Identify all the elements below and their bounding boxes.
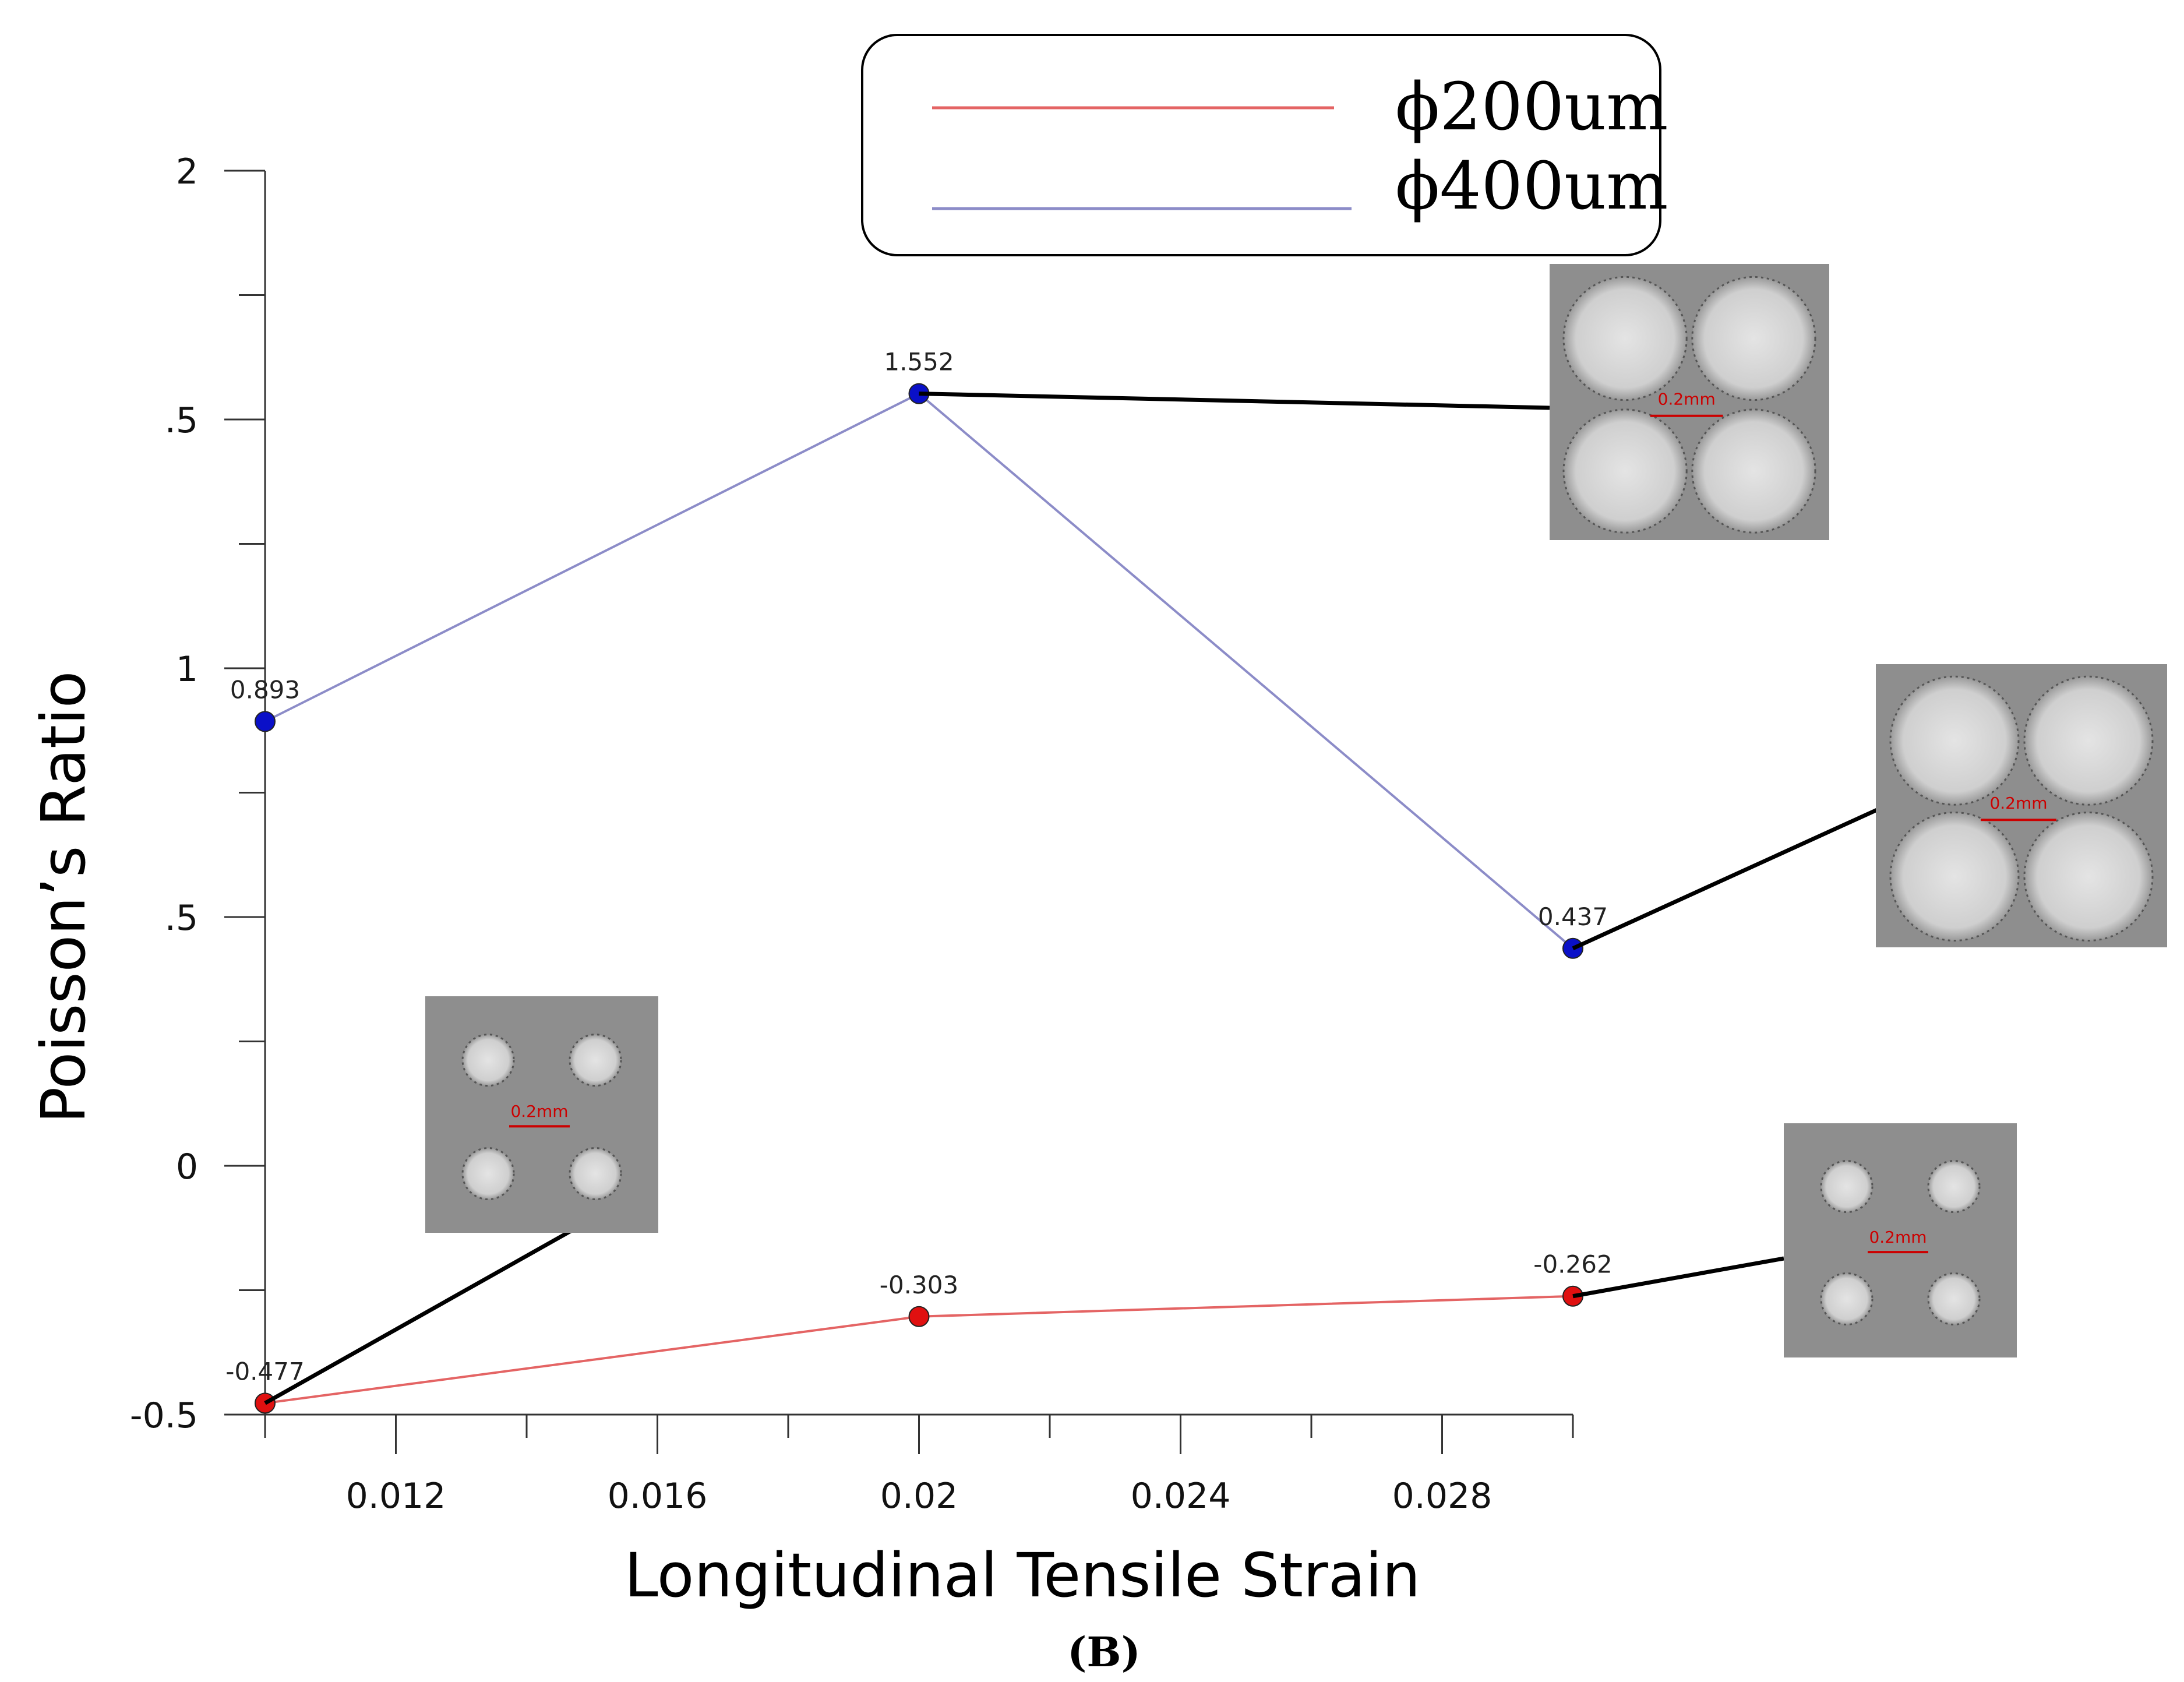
micrograph-dot bbox=[1889, 675, 2020, 806]
micrograph-dot bbox=[461, 1034, 515, 1087]
x-tick-label: 0.028 bbox=[1392, 1476, 1493, 1517]
inset-leader-line bbox=[1572, 807, 1878, 950]
data-label: -0.477 bbox=[225, 1357, 304, 1385]
micrograph-inset: 0.2mm bbox=[1550, 264, 1829, 540]
micrograph-dot bbox=[1820, 1272, 1873, 1325]
figure-caption: (B) bbox=[1067, 1628, 1140, 1676]
inset-leader-line bbox=[1572, 1256, 1784, 1299]
micrograph-inset: 0.2mm bbox=[1784, 1123, 2017, 1357]
x-tick-label: 0.016 bbox=[608, 1476, 708, 1517]
micrograph-dot bbox=[1562, 408, 1688, 534]
y-tick-label: -0.5 bbox=[130, 1395, 198, 1436]
micrograph-dot bbox=[1691, 408, 1816, 534]
x-axis-title: Longitudinal Tensile Strain bbox=[624, 1540, 1421, 1611]
x-tick-label: 0.02 bbox=[880, 1476, 958, 1517]
y-tick-label: .5 bbox=[165, 898, 198, 939]
y-axis-title: Poisson’s Ratio bbox=[28, 671, 99, 1124]
legend: ϕ200um ϕ400um bbox=[861, 34, 1668, 256]
micrograph-inset: 0.2mm bbox=[1876, 664, 2167, 947]
scale-bar-label: 0.2mm bbox=[1869, 1228, 1927, 1247]
micrograph-dot bbox=[569, 1034, 622, 1087]
legend-box bbox=[861, 34, 1661, 256]
axes: -0.5 0 .5 1 .5 2 0.012 0.016 0.02 0.024 0.028 bbox=[130, 151, 1574, 1517]
y-tick-label: 1 bbox=[176, 649, 198, 690]
y-tick-label: .5 bbox=[165, 400, 198, 441]
inset-leader-line bbox=[264, 1227, 575, 1405]
inset-background bbox=[1784, 1123, 2017, 1357]
y-tick-label: 0 bbox=[176, 1147, 198, 1187]
scale-bar-label: 0.2mm bbox=[1989, 794, 2047, 813]
data-label: -0.262 bbox=[1533, 1250, 1612, 1279]
micrograph-dot bbox=[461, 1147, 515, 1200]
inset-background bbox=[425, 996, 658, 1233]
series-line-1 bbox=[264, 392, 1574, 950]
micrograph-dot bbox=[1889, 812, 2020, 942]
micrograph-dot bbox=[1927, 1272, 1981, 1325]
data-label: 0.437 bbox=[1538, 902, 1608, 931]
data-point bbox=[908, 1306, 930, 1327]
legend-label-phi400: ϕ400um bbox=[1395, 149, 1668, 224]
micrograph-dot bbox=[1820, 1160, 1873, 1214]
x-tick-label: 0.012 bbox=[346, 1476, 446, 1517]
micrograph-dot bbox=[569, 1147, 622, 1200]
micrograph-dot bbox=[2023, 812, 2154, 942]
data-label: 1.552 bbox=[884, 348, 954, 376]
scale-bar-label: 0.2mm bbox=[1658, 390, 1716, 409]
scale-bar-label: 0.2mm bbox=[510, 1102, 568, 1121]
micrograph-inset: 0.2mm bbox=[425, 996, 658, 1233]
legend-label-phi200: ϕ200um bbox=[1395, 69, 1668, 145]
micrograph-dot bbox=[2023, 675, 2154, 806]
y-tick-label: 2 bbox=[176, 151, 198, 192]
micrograph-insets: 0.2mm 0.2mm 0.2mm 0.2mm bbox=[264, 264, 2167, 1405]
data-point bbox=[255, 711, 276, 732]
series-layer: -0.477 -0.303 -0.262 0.893 1.552 0.437 bbox=[225, 348, 1613, 1414]
data-label: 0.893 bbox=[230, 675, 300, 704]
inset-leader-line bbox=[919, 392, 1550, 410]
x-tick-label: 0.024 bbox=[1131, 1476, 1231, 1517]
micrograph-dot bbox=[1927, 1160, 1981, 1214]
micrograph-dot bbox=[1691, 276, 1816, 401]
micrograph-dot bbox=[1562, 276, 1688, 401]
data-label: -0.303 bbox=[880, 1271, 958, 1299]
